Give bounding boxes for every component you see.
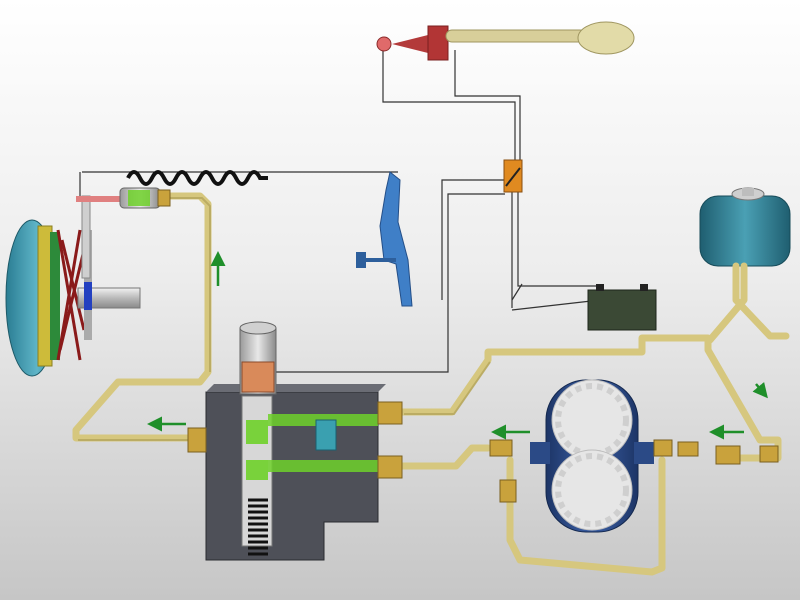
return-spring	[126, 170, 268, 186]
clutch-assembly	[5, 195, 141, 377]
pedal	[356, 171, 413, 307]
switch	[503, 159, 523, 193]
reservoir-tank	[699, 187, 791, 267]
fittings	[489, 439, 779, 503]
lower-gear-icon	[551, 449, 633, 531]
lever-ball-icon	[376, 36, 392, 52]
flow-arrows	[147, 251, 768, 440]
slave-cylinder	[76, 187, 171, 209]
master-cylinder	[187, 321, 403, 561]
pipe-shading	[78, 197, 491, 441]
flow-arrow-icon	[752, 381, 768, 399]
battery	[587, 284, 657, 331]
master-cylinder-spring	[248, 498, 268, 556]
shift-lever	[376, 21, 635, 61]
gear-pump	[530, 379, 654, 533]
lever-handle	[577, 21, 635, 55]
upper-gear-icon	[551, 379, 633, 461]
